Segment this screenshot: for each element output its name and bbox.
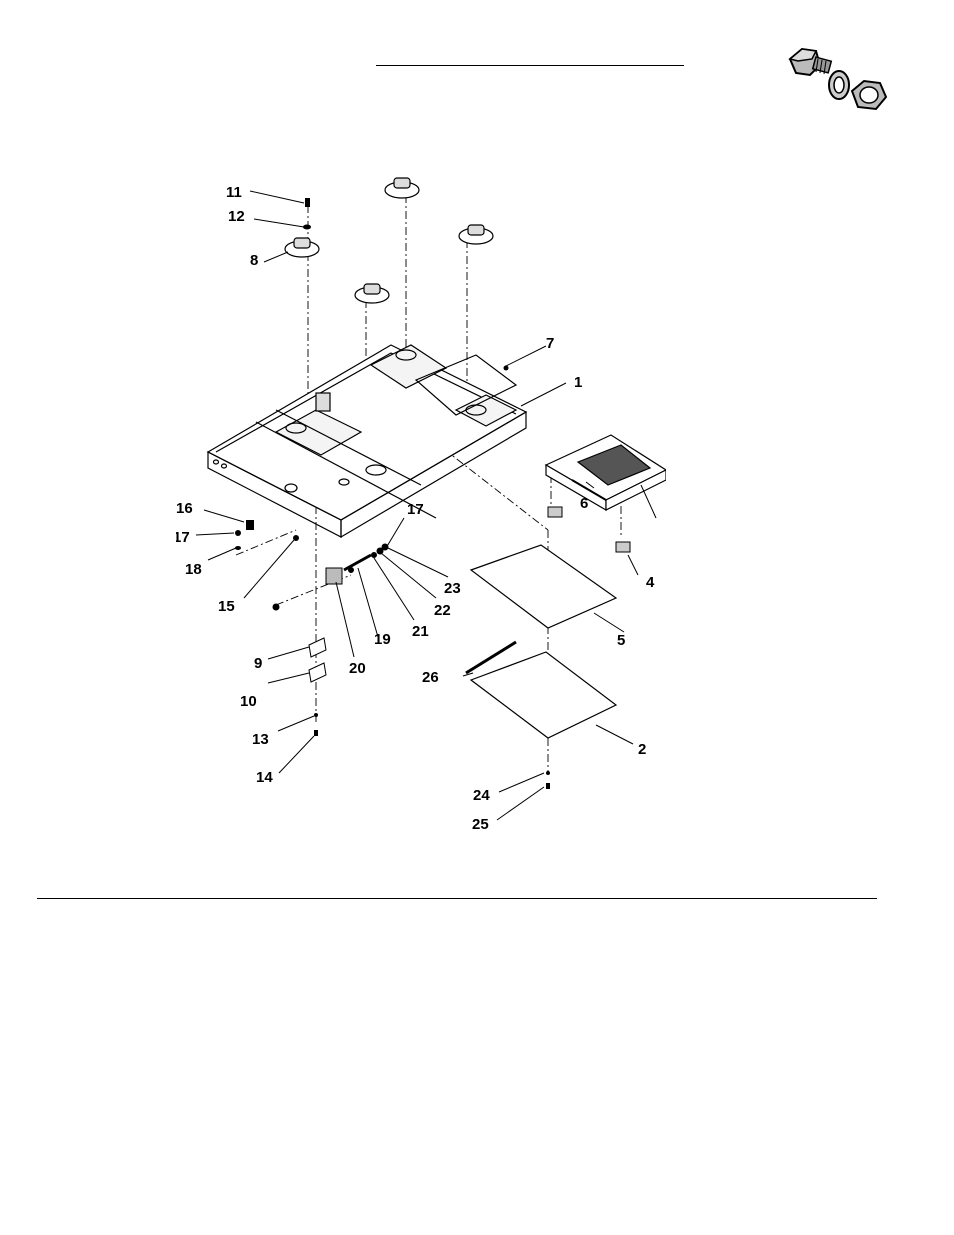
callout-25: 25 [472,816,489,830]
foot-pad-a [548,507,562,517]
callout-23: 23 [444,580,461,597]
callout-14: 14 [256,769,273,786]
callout-22: 22 [434,602,451,619]
washer-24 [546,771,550,775]
connector-hardware [273,544,388,610]
cover-panel-5 [471,545,616,628]
bolt-washer-nut-icon [784,45,896,120]
callout-13: 13 [252,731,269,748]
section-divider [37,898,877,899]
cover-panel-2 [471,652,616,738]
callout-18: 18 [185,561,202,578]
callout-17-left: 17 [176,529,190,546]
callout-8: 8 [250,252,258,269]
base-frame [208,345,526,537]
grille-assembly [546,435,666,510]
screw-25 [546,783,550,789]
washer-13 [314,713,318,717]
exploded-parts-diagram: 1 2 4 5 6 7 8 9 10 11 12 13 14 15 16 17 … [176,170,666,830]
callout-10: 10 [240,693,257,710]
callout-7: 7 [546,335,554,352]
callout-16: 16 [176,500,193,517]
callout-21: 21 [412,623,429,640]
foot-pad-4 [616,542,630,552]
callout-11: 11 [226,184,242,201]
nut-7 [504,366,509,371]
isolation-mounts [285,178,493,303]
plate-9 [309,638,326,657]
title-underline [376,65,684,66]
callout-6: 6 [580,495,588,512]
bolt-11 [305,198,310,207]
callout-labels: 1 2 4 5 6 7 8 9 10 11 12 13 14 15 16 17 … [176,184,655,830]
washer-12 [303,225,311,230]
callout-2: 2 [638,741,646,758]
callout-17-right: 17 [407,501,424,518]
screw-14 [314,730,318,736]
callout-9: 9 [254,655,262,672]
callout-1: 1 [574,374,582,391]
callout-15: 15 [218,598,235,615]
callout-20: 20 [349,660,366,677]
callout-24: 24 [473,787,490,804]
callout-4: 4 [646,574,655,591]
callout-12: 12 [228,208,245,225]
plate-10 [309,663,326,682]
callout-26: 26 [422,669,439,686]
callout-5: 5 [617,632,625,649]
callout-19: 19 [374,631,391,648]
